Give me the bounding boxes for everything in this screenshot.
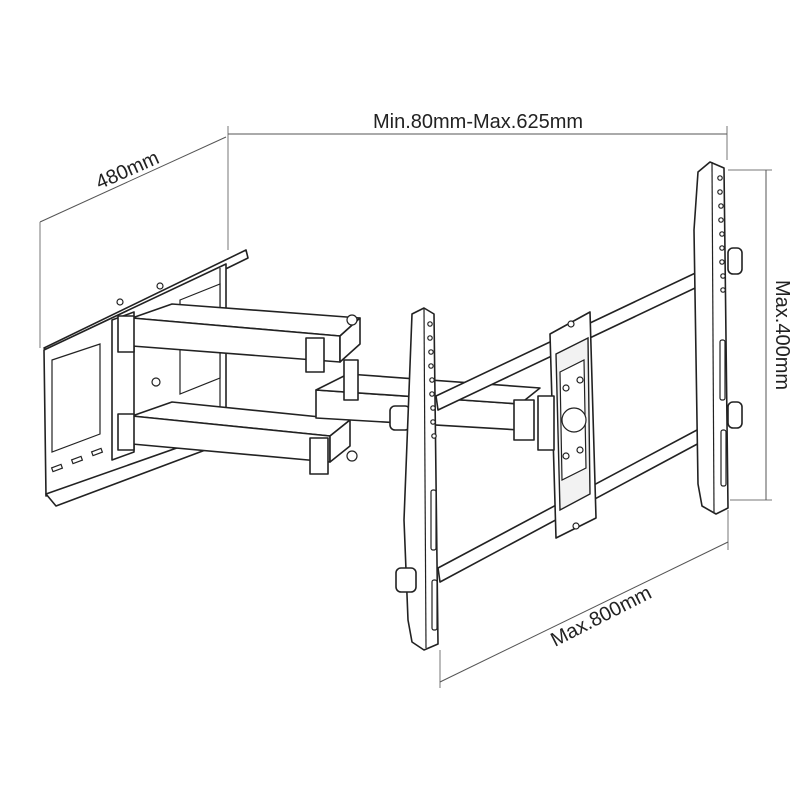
knob-lower-left [395,567,417,593]
horizontal-span-dimension: Max.800mm [439,510,729,688]
horizontal-span-label: Max.800mm [547,582,655,652]
right-vertical-bracket [693,161,729,515]
wall-plate-width-label: 480mm [93,147,163,194]
vertical-span-label: Max.400mm [771,280,793,390]
wall-plate [43,249,249,507]
lower-inner-arm [117,401,358,475]
knob-upper-right [727,247,743,275]
vertical-span-dimension: Max.400mm [728,169,793,501]
knob-lower-right [727,401,743,429]
left-vertical-bracket [403,307,439,651]
upper-inner-arm [117,303,361,373]
arm-extension-dimension: Min.80mm-Max.625mm [227,111,728,250]
arm-extension-label: Min.80mm-Max.625mm [373,111,583,133]
vesa-plate [537,311,597,539]
rail-knobs [395,247,743,593]
